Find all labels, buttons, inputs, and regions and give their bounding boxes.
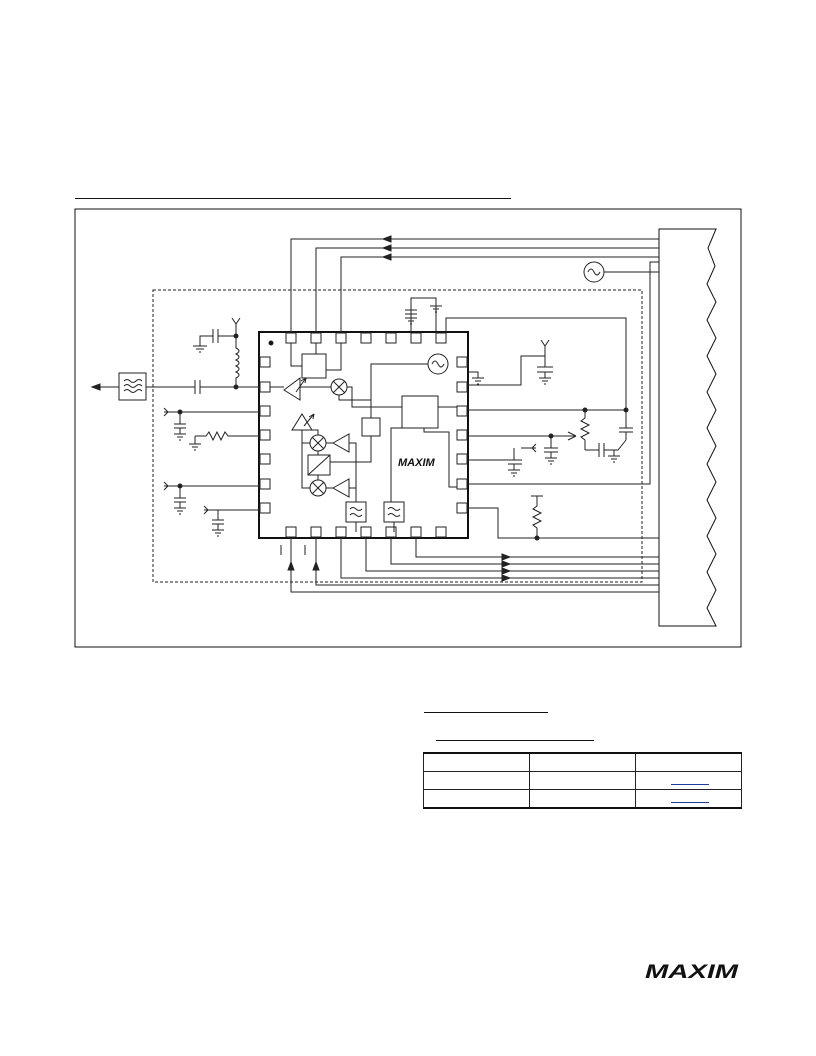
baseband-block (658, 228, 717, 627)
chip-bottom-pins (285, 526, 447, 538)
internal-wiring (270, 343, 457, 532)
table-cell (423, 771, 530, 790)
chip-right-pins (456, 356, 468, 514)
inductor-matching (193, 317, 241, 390)
reference-oscillator (583, 261, 605, 283)
top-decoupling (405, 297, 442, 332)
table-cell (423, 752, 530, 772)
module-boundary-dashed (152, 289, 643, 583)
chip-left-pins (259, 356, 271, 514)
pin1-marker (268, 340, 274, 346)
synthesizer-block (401, 395, 439, 429)
signal-arrows (287, 235, 512, 582)
section-heading-rule (75, 198, 511, 199)
chip-body (258, 331, 469, 539)
table-row (423, 771, 742, 790)
control-logic-block (301, 353, 327, 379)
table-cell (635, 752, 742, 772)
left-bias-network (163, 407, 260, 537)
chip-top-pins (285, 332, 447, 344)
table-row (423, 789, 742, 809)
blank-heading-line-2 (436, 740, 594, 741)
info-table (423, 752, 742, 809)
maxim-footer-logo: MAXIM (645, 962, 740, 982)
table-cell-link[interactable] (635, 771, 742, 790)
table-cell (423, 789, 530, 809)
chip-logo-text: MAXIM (398, 457, 436, 469)
table-row (423, 752, 742, 772)
svg-text:MAXIM: MAXIM (645, 962, 740, 982)
table-cell (529, 771, 636, 790)
table-cell-link[interactable] (635, 789, 742, 809)
table-cell (529, 789, 636, 809)
divider-block (361, 417, 381, 437)
on-chip-filters (345, 501, 405, 523)
control-bus-lines (290, 238, 659, 593)
circuit-frame (74, 208, 742, 648)
rf-filter (90, 372, 260, 401)
blank-heading-line-1 (424, 712, 548, 713)
phase-shifter-block (307, 454, 331, 476)
bottom-pin-stubs (280, 545, 306, 555)
mixers (309, 378, 348, 497)
table-cell (529, 752, 636, 772)
right-external-network (445, 317, 633, 541)
